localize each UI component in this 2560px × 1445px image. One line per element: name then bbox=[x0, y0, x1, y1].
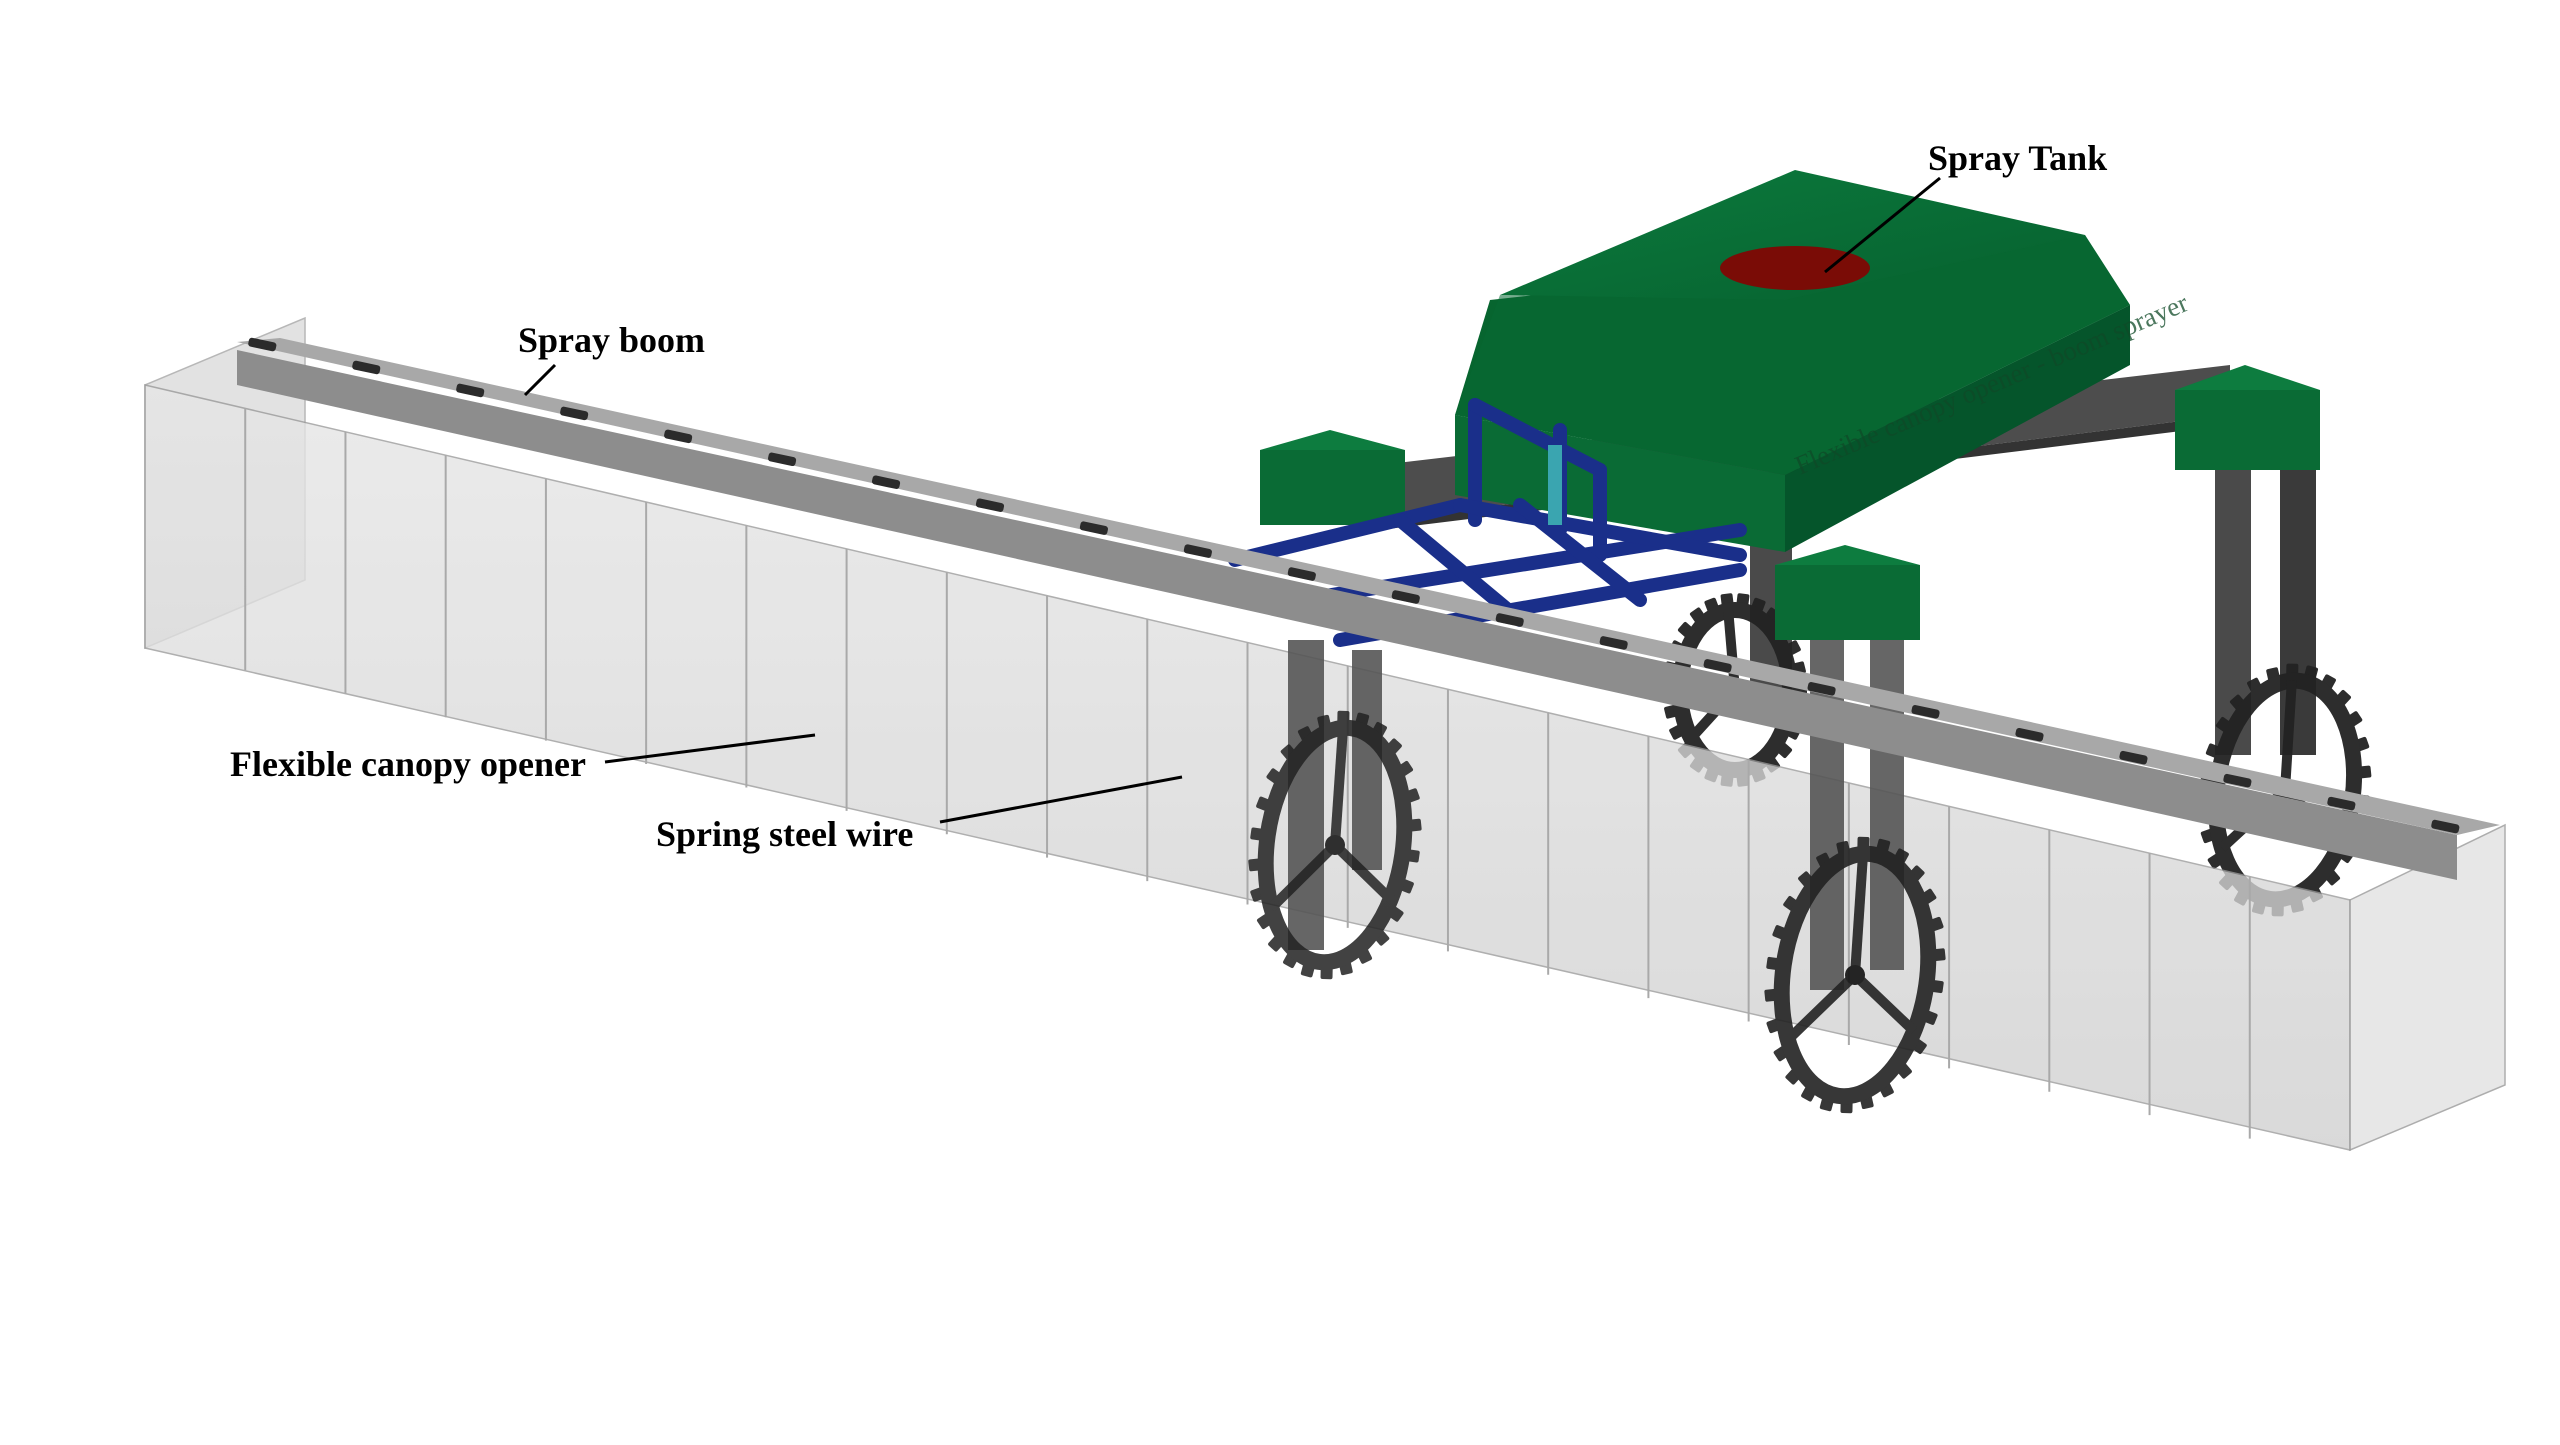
canopy-opener-label: Flexible canopy opener bbox=[230, 744, 586, 784]
spray-nozzle bbox=[768, 452, 797, 467]
wheel-spoke bbox=[2280, 680, 2297, 791]
spray-nozzle bbox=[2327, 796, 2356, 811]
spring-wire-leader bbox=[939, 775, 1183, 824]
spray-nozzle bbox=[1495, 613, 1524, 627]
front-left-leg bbox=[1288, 640, 1382, 950]
spray-nozzle bbox=[2223, 773, 2252, 788]
tank-opening bbox=[1720, 246, 1870, 290]
wheel-rim bbox=[1257, 719, 1413, 971]
spray-nozzle bbox=[1391, 590, 1420, 604]
canopy-opener-leader bbox=[604, 733, 816, 764]
wheel-spoke bbox=[1330, 727, 1348, 846]
spray-nozzle bbox=[352, 360, 381, 375]
hydraulic-cylinder bbox=[1548, 445, 1562, 525]
boom-nozzles bbox=[248, 337, 2460, 834]
spray-nozzle bbox=[1079, 521, 1109, 535]
spray-nozzle bbox=[1287, 567, 1316, 581]
spring-wire-label: Spring steel wire bbox=[656, 814, 913, 854]
spray-nozzle bbox=[1599, 636, 1628, 650]
spray-nozzle bbox=[2119, 750, 2148, 765]
spray-nozzle bbox=[2015, 727, 2044, 742]
spray-nozzle bbox=[1807, 682, 1836, 696]
wheel-rim bbox=[1773, 845, 1937, 1105]
spray-tank-leader bbox=[1824, 176, 1941, 274]
spray-boom bbox=[237, 337, 2500, 880]
spray-nozzle bbox=[560, 406, 589, 421]
spray-boom-leader bbox=[523, 363, 557, 397]
spray-nozzle bbox=[248, 337, 277, 352]
spray-tank-label: Spray Tank bbox=[1928, 138, 2107, 178]
wheel-hub bbox=[1845, 965, 1865, 985]
spray-nozzle bbox=[871, 475, 901, 490]
canopy-opener bbox=[144, 316, 2506, 1152]
spray-nozzle bbox=[664, 429, 693, 444]
front-right-wheel bbox=[1764, 836, 1946, 1114]
spray-nozzle bbox=[1911, 705, 1940, 719]
spray-nozzle bbox=[1703, 659, 1732, 673]
rear-right-leg bbox=[2215, 465, 2316, 755]
spray-nozzle bbox=[456, 383, 485, 398]
wheel-spoke bbox=[1851, 971, 1918, 1035]
rear-left-housing bbox=[1260, 430, 1405, 525]
opener-panel-dividers bbox=[244, 408, 2251, 1139]
spray-nozzle bbox=[1183, 544, 1212, 558]
wheel-spoke bbox=[1723, 610, 1740, 691]
wheel-spoke bbox=[1784, 971, 1859, 1044]
wheel-spoke bbox=[1267, 841, 1339, 912]
spray-nozzle bbox=[2431, 819, 2460, 834]
spray-boom-label: Spray boom bbox=[518, 320, 705, 360]
rear-right-housing bbox=[2175, 365, 2320, 470]
spray-nozzle bbox=[975, 498, 1005, 512]
wheel-spoke bbox=[1850, 853, 1869, 976]
wheel-spoke bbox=[1331, 841, 1395, 903]
front-right-housing bbox=[1775, 565, 1920, 640]
wheel-hub bbox=[1325, 835, 1345, 855]
front-left-wheel bbox=[1248, 710, 1422, 980]
